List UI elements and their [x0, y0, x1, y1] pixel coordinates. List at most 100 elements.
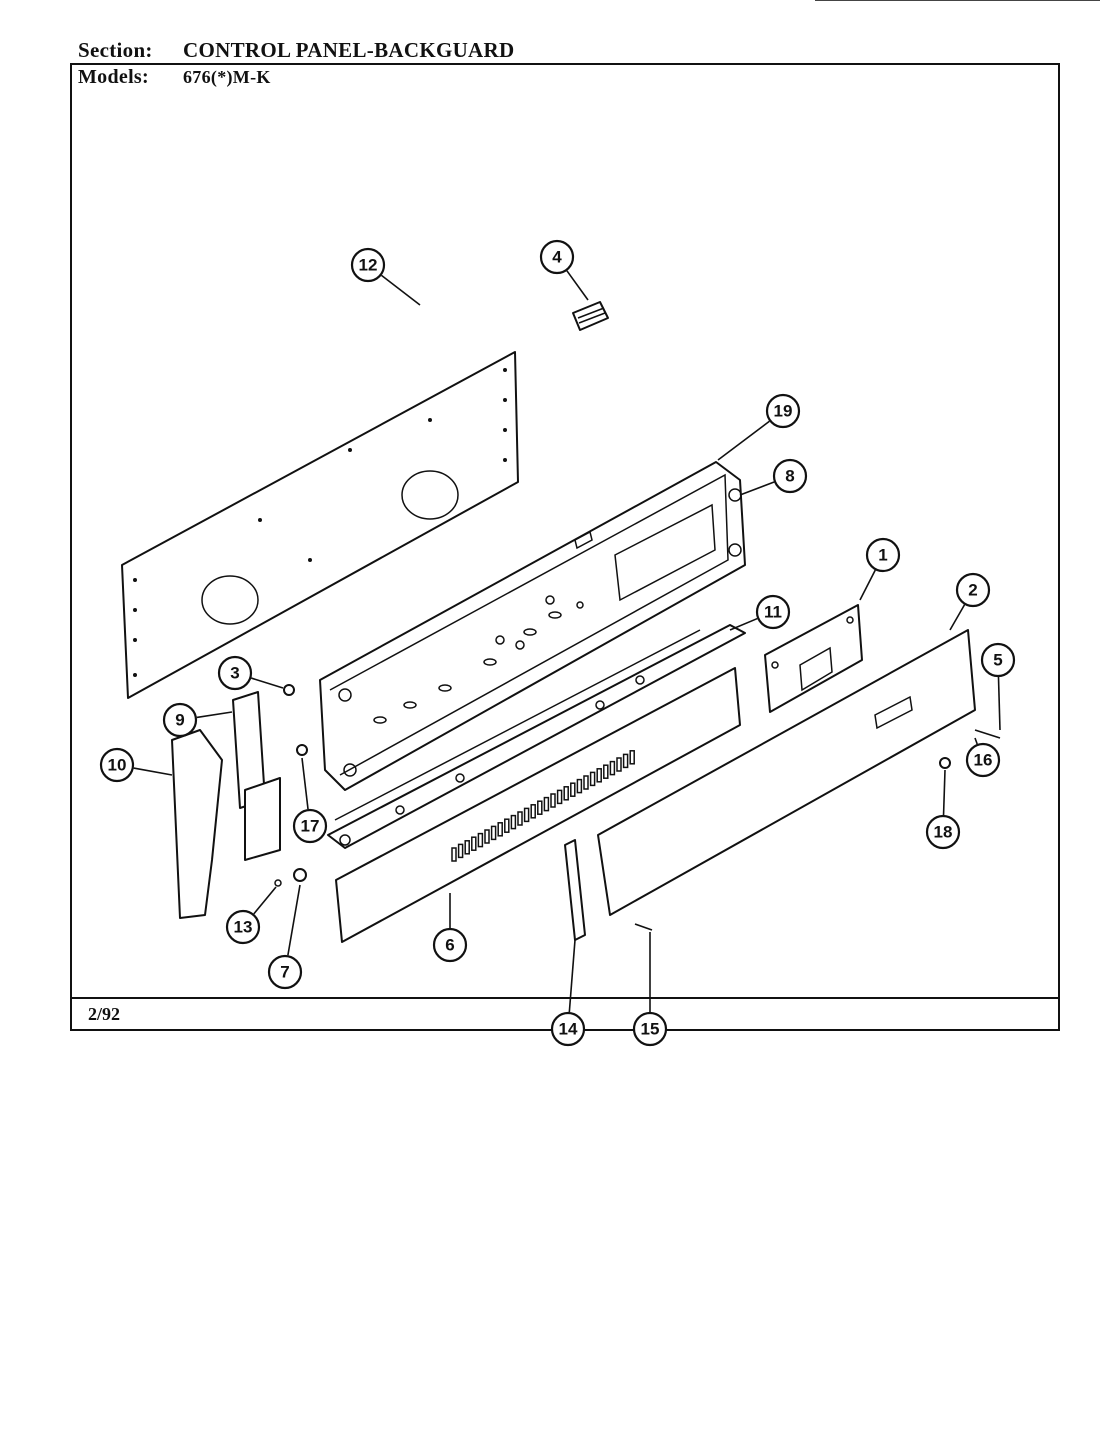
leader-line-9 [196, 711, 233, 719]
callout-10: 10 [99, 747, 135, 783]
leader-line-10 [133, 767, 173, 776]
callout-circle [539, 239, 575, 275]
vent-slot [556, 789, 563, 805]
vent-slot [550, 793, 556, 808]
leader-line-3 [250, 677, 284, 689]
callout-circle [162, 702, 198, 738]
vent-slot [504, 818, 510, 833]
footer-rule [70, 997, 1060, 999]
leader-line-7 [287, 884, 301, 956]
part-right-bracket [764, 604, 863, 713]
part-left-bracket [232, 691, 281, 861]
callout-number: 5 [993, 651, 1002, 670]
vent-slot [609, 760, 616, 776]
vent-slot [497, 822, 503, 837]
callout-11: 11 [755, 594, 791, 630]
part-trim-strip [327, 624, 746, 849]
top-edge-rule [815, 0, 1100, 1]
leader-line-16 [974, 737, 978, 745]
leader-line-4 [566, 270, 589, 301]
callout-number: 4 [552, 248, 562, 267]
leader-line-2 [949, 604, 966, 631]
callout-15: 15 [632, 1011, 668, 1047]
vent-slot [457, 843, 464, 859]
callout-3: 3 [217, 655, 253, 691]
callout-2: 2 [955, 572, 991, 608]
callout-circle [350, 247, 386, 283]
vent-slot [537, 800, 543, 815]
vent-slot [603, 764, 609, 779]
callout-number: 11 [764, 603, 782, 622]
callout-7: 7 [267, 954, 303, 990]
callout-number: 17 [301, 817, 320, 836]
part-control-housing [319, 461, 746, 791]
vent-slot [622, 753, 629, 769]
part-13-clip [274, 879, 282, 887]
part-17-screw [296, 744, 308, 756]
callout-number: 8 [785, 467, 794, 486]
part-end-cap [171, 729, 223, 919]
vent-slot [451, 847, 457, 862]
vent-slot [523, 807, 530, 823]
vent-slot [589, 771, 596, 787]
vent-slot [484, 829, 490, 844]
callout-circle [955, 572, 991, 608]
sheet-date: 2/92 [88, 1004, 121, 1024]
callout-number: 14 [559, 1020, 578, 1039]
leader-line-19 [717, 420, 770, 461]
leader-line-1 [859, 569, 876, 601]
callout-circle [217, 655, 253, 691]
callout-circle [632, 1011, 668, 1047]
section-label: Section: [78, 38, 153, 62]
vent-slot [477, 832, 484, 848]
part-14-strip [564, 839, 586, 941]
vent-slot [596, 768, 602, 783]
callout-number: 1 [878, 546, 887, 565]
section-title: CONTROL PANEL-BACKGUARD [183, 38, 515, 62]
part-overlay-panel [597, 629, 976, 916]
callout-circle [225, 909, 261, 945]
callout-circle [755, 594, 791, 630]
callout-number: 19 [774, 402, 793, 421]
leader-line-13 [253, 886, 277, 915]
part-5-screw [974, 729, 1001, 739]
vent-slot [517, 811, 523, 826]
callout-circle [99, 747, 135, 783]
callout-19: 19 [765, 393, 801, 429]
callout-17: 17 [292, 808, 328, 844]
leader-line-14 [568, 939, 576, 1013]
callout-number: 7 [280, 963, 289, 982]
callout-number: 16 [974, 751, 993, 770]
leader-line-17 [301, 757, 309, 810]
callout-5: 5 [980, 642, 1016, 678]
callout-circle [980, 642, 1016, 678]
vent-slot [583, 775, 589, 790]
part-15-screw [634, 923, 653, 931]
vent-slot [576, 778, 583, 794]
vent-slot [629, 750, 635, 765]
callout-8: 8 [772, 458, 808, 494]
callout-18: 18 [925, 814, 961, 850]
leader-line-12 [380, 274, 421, 306]
leader-line-5 [997, 676, 1001, 731]
callout-number: 9 [175, 711, 184, 730]
callout-number: 18 [934, 823, 953, 842]
leader-line-18 [942, 769, 946, 816]
vent-slot [530, 804, 536, 819]
callout-circle [292, 808, 328, 844]
vent-slot [490, 825, 497, 841]
part-18-nut [939, 757, 951, 769]
callout-circle [965, 742, 1001, 778]
callout-number: 2 [968, 581, 977, 600]
callout-number: 15 [641, 1020, 660, 1039]
vent-slot [563, 786, 569, 801]
callout-number: 3 [230, 664, 239, 683]
leader-line-11 [729, 617, 758, 631]
part-rear-panel [121, 351, 519, 699]
callout-number: 13 [234, 918, 253, 937]
vent-slot [471, 836, 477, 851]
callout-circle [772, 458, 808, 494]
vent-slot [570, 782, 576, 797]
callout-13: 13 [225, 909, 261, 945]
